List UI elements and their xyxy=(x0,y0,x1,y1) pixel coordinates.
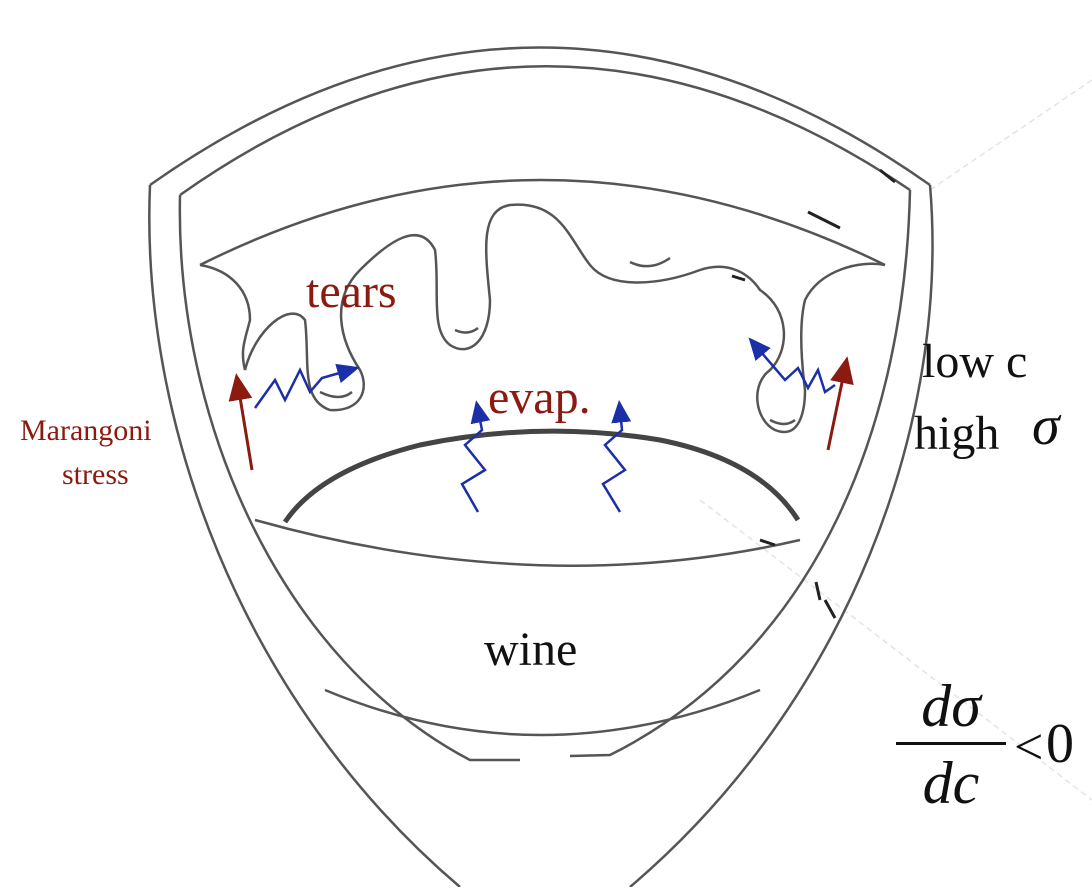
fraction-denominator: dc xyxy=(892,753,1010,813)
evap-arrow-left-wall xyxy=(255,370,350,408)
high-tension-label: high xyxy=(914,410,999,458)
guide-line-top xyxy=(930,80,1092,190)
fraction-numerator: dσ xyxy=(892,676,1010,736)
marangoni-arrow-right xyxy=(828,368,845,450)
tear-drip-4 xyxy=(630,258,670,266)
low-concentration-label: low c xyxy=(922,338,1027,386)
wine-bowl-bottom xyxy=(325,690,760,735)
tear-drip-3 xyxy=(770,420,795,424)
evap-arrow-right-wall xyxy=(755,345,835,392)
tear-drip-2 xyxy=(455,328,478,333)
evap-arrow-center-right xyxy=(603,410,625,512)
marangoni-label-line2: stress xyxy=(62,460,129,490)
tears-label: tears xyxy=(306,268,397,316)
wine-surface-front xyxy=(255,520,800,566)
less-than-symbol: < xyxy=(1014,718,1043,777)
glass-rim-outer xyxy=(150,48,930,186)
evaporation-label: evap. xyxy=(488,374,591,422)
evap-arrow-center-left xyxy=(462,410,485,512)
glass-rim-inner xyxy=(180,66,910,195)
zero-value: 0 xyxy=(1046,712,1074,776)
sigma-symbol: σ xyxy=(1032,398,1060,454)
derivative-fraction: dσ dc xyxy=(892,676,1010,813)
glass-outer-wall xyxy=(149,185,932,887)
tear-drip-1 xyxy=(320,392,352,397)
meniscus-curve xyxy=(285,431,798,522)
marangoni-label-line1: Marangoni xyxy=(20,416,152,446)
wine-label: wine xyxy=(484,626,577,674)
fraction-bar xyxy=(896,742,1006,745)
marangoni-arrow-left xyxy=(238,385,252,470)
film-top-line xyxy=(200,180,885,265)
